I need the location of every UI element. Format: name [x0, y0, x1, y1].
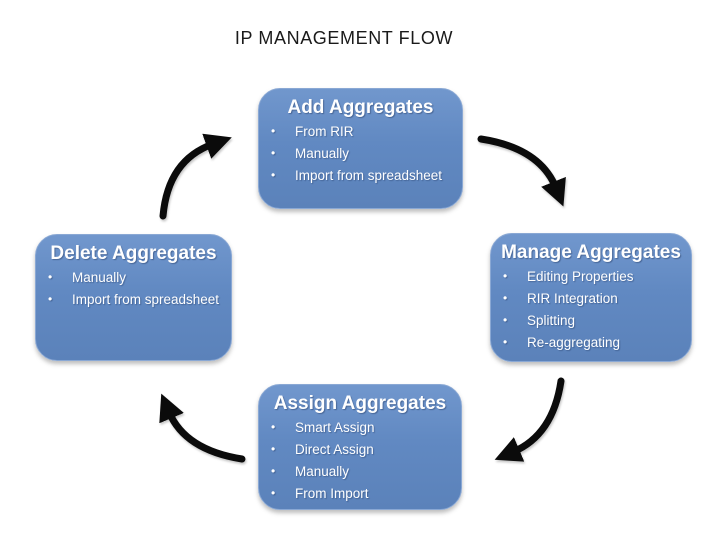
node-bullet-list: Editing Properties RIR Integration Split…	[491, 269, 691, 350]
bullet-item: Direct Assign	[259, 442, 461, 457]
bullet-item: Smart Assign	[259, 420, 461, 435]
bullet-item: Editing Properties	[491, 269, 691, 284]
node-manage-aggregates: Manage Aggregates Editing Properties RIR…	[490, 233, 692, 362]
node-delete-aggregates: Delete Aggregates Manually Import from s…	[35, 234, 232, 361]
bullet-item: Import from spreadsheet	[259, 168, 462, 183]
bullet-item: From Import	[259, 486, 461, 501]
node-title: Assign Aggregates	[273, 393, 447, 414]
bullet-item: RIR Integration	[491, 291, 691, 306]
arrow-manage-to-assign-icon	[494, 377, 565, 462]
bullet-item: Manually	[259, 464, 461, 479]
node-bullet-list: Manually Import from spreadsheet	[36, 270, 231, 307]
bullet-item: Import from spreadsheet	[36, 292, 231, 307]
node-assign-aggregates: Assign Aggregates Smart Assign Direct As…	[258, 384, 462, 510]
bullet-item: Manually	[259, 146, 462, 161]
node-bullet-list: From RIR Manually Import from spreadshee…	[259, 124, 462, 183]
node-title: Delete Aggregates	[50, 243, 217, 264]
diagram-title: IP MANAGEMENT FLOW	[234, 28, 454, 48]
bullet-item: Manually	[36, 270, 231, 285]
bullet-item: From RIR	[259, 124, 462, 139]
node-title: Add Aggregates	[287, 97, 434, 118]
node-bullet-list: Smart Assign Direct Assign Manually From…	[259, 420, 461, 501]
bullet-item: Splitting	[491, 313, 691, 328]
arrow-delete-to-add-icon	[159, 133, 232, 220]
node-title: Manage Aggregates	[501, 242, 681, 263]
arrow-add-to-manage-icon	[477, 135, 566, 207]
arrow-assign-to-delete-icon	[159, 393, 246, 463]
node-add-aggregates: Add Aggregates From RIR Manually Import …	[258, 88, 463, 209]
bullet-item: Re-aggregating	[491, 335, 691, 350]
